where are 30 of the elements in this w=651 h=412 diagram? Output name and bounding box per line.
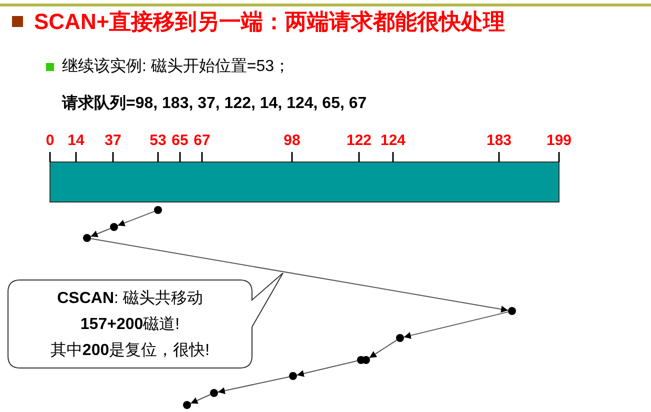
track-dot xyxy=(210,389,218,397)
tick-label: 37 xyxy=(104,133,122,149)
arrow xyxy=(190,394,211,404)
arrow xyxy=(217,376,290,394)
tick-label: 199 xyxy=(546,133,572,149)
track-dot xyxy=(110,223,118,231)
tick-label: 67 xyxy=(194,133,210,149)
tick-label: 65 xyxy=(172,133,188,149)
track-dot xyxy=(83,234,91,242)
title: SCAN+直接移到另一端：两端请求都能很快处理 xyxy=(34,9,506,35)
tick-label: 122 xyxy=(346,133,372,149)
track-dot xyxy=(289,372,297,380)
tick-label: 183 xyxy=(486,133,512,149)
track-dot xyxy=(183,401,191,409)
tick-label: 14 xyxy=(68,133,84,149)
queue-text: 请求队列=98, 183, 37, 122, 14, 124, 65, 67 xyxy=(62,94,367,114)
arrow xyxy=(90,228,111,238)
bullet-text: 继续该实例: 磁头开始位置=53； xyxy=(62,57,290,77)
arrow xyxy=(90,238,509,313)
arrow xyxy=(117,210,155,226)
track-dot xyxy=(508,307,516,315)
track-dot xyxy=(396,334,404,342)
track-dot xyxy=(154,206,162,214)
tick-label: 124 xyxy=(380,133,406,149)
tick-label: 0 xyxy=(46,133,54,149)
tick-label: 53 xyxy=(150,133,166,149)
tick-label: 98 xyxy=(284,133,300,149)
arrow xyxy=(403,311,509,339)
arrow xyxy=(296,360,358,377)
arrow xyxy=(368,340,398,358)
